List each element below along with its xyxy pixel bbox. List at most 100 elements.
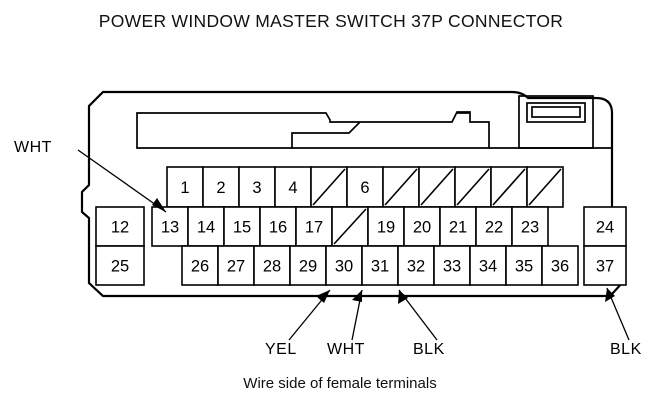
wire-label-yel: YEL — [265, 341, 297, 358]
arrow-head-yel — [316, 290, 330, 303]
terminal-r3-28-box — [253, 245, 291, 286]
terminal-r3-30-box — [325, 245, 363, 286]
terminal-r3-27-number: 27 — [227, 258, 245, 276]
wire-label-blk-right: BLK — [610, 341, 642, 358]
terminal-r2-16-number: 16 — [269, 219, 287, 237]
terminal-r1-3-box — [238, 166, 276, 208]
terminal-r1-blank9[interactable] — [490, 166, 528, 208]
terminal-r1-blank10[interactable] — [526, 166, 564, 208]
terminal-r3-34-box — [469, 245, 507, 286]
terminal-r2-16[interactable]: 16 — [259, 206, 297, 247]
terminal-r2-22[interactable]: 22 — [475, 206, 513, 247]
upper-housing-profile — [136, 111, 490, 149]
latch-slot — [531, 106, 581, 118]
leader-yel — [288, 289, 331, 341]
diagram-caption: Wire side of female terminals — [243, 375, 436, 392]
terminal-r2-19[interactable]: 19 — [367, 206, 405, 247]
terminal-r3-35[interactable]: 35 — [505, 245, 543, 286]
terminal-25-box — [95, 245, 145, 286]
terminal-r3-30-number: 30 — [335, 258, 353, 276]
arrow-head-wht-bottom — [352, 290, 362, 302]
terminal-24-number: 24 — [596, 219, 614, 237]
terminal-37-number: 37 — [596, 258, 614, 276]
terminal-37[interactable]: 37 — [583, 245, 627, 286]
terminal-r3-35-box — [505, 245, 543, 286]
page-title: POWER WINDOW MASTER SWITCH 37P CONNECTOR — [99, 11, 563, 31]
terminal-r3-36[interactable]: 36 — [541, 245, 579, 286]
terminal-r3-26-box — [181, 245, 219, 286]
terminal-r2-16-box — [259, 206, 297, 247]
upper-housing-step — [291, 121, 361, 148]
terminal-r1-1[interactable]: 1 — [166, 166, 204, 208]
terminal-r3-32-number: 32 — [407, 258, 425, 276]
terminal-r1-3-number: 3 — [252, 179, 261, 197]
terminal-r3-34-number: 34 — [479, 258, 497, 276]
arrow-head-blk-bottom — [398, 290, 408, 304]
terminal-r3-33[interactable]: 33 — [433, 245, 471, 286]
terminal-r3-32[interactable]: 32 — [397, 245, 435, 286]
terminal-r1-3[interactable]: 3 — [238, 166, 276, 208]
terminal-r3-31[interactable]: 31 — [361, 245, 399, 286]
terminal-r2-21-number: 21 — [449, 219, 467, 237]
terminal-r3-31-number: 31 — [371, 258, 389, 276]
terminal-r2-19-number: 19 — [377, 219, 395, 237]
leader-blk-right — [605, 287, 630, 341]
terminal-r3-28[interactable]: 28 — [253, 245, 291, 286]
terminal-r2-20[interactable]: 20 — [403, 206, 441, 247]
terminal-r2-21[interactable]: 21 — [439, 206, 477, 247]
terminal-r3-26[interactable]: 26 — [181, 245, 219, 286]
terminal-37-box — [583, 245, 627, 286]
terminal-12[interactable]: 12 — [95, 206, 145, 247]
terminal-r3-34[interactable]: 34 — [469, 245, 507, 286]
arrow-head-wht-top — [152, 198, 166, 212]
terminal-r2-17[interactable]: 17 — [295, 206, 333, 247]
terminal-24-box — [583, 206, 627, 247]
terminal-r3-30[interactable]: 30 — [325, 245, 363, 286]
terminal-r1-1-number: 1 — [180, 179, 189, 197]
terminal-r1-blank8[interactable] — [454, 166, 492, 208]
terminal-r1-blank7[interactable] — [418, 166, 456, 208]
terminal-r2-15-number: 15 — [233, 219, 251, 237]
terminal-r2-blank5-blank-slash — [333, 208, 367, 245]
terminal-r3-26-number: 26 — [191, 258, 209, 276]
terminal-r1-blank8-blank-slash — [456, 168, 490, 206]
terminal-r1-blank4[interactable] — [310, 166, 348, 208]
terminal-25-number: 25 — [111, 258, 129, 276]
terminal-r2-20-box — [403, 206, 441, 247]
terminal-r1-6[interactable]: 6 — [346, 166, 384, 208]
leader-line-wht-top — [77, 149, 167, 213]
terminal-r2-14-box — [187, 206, 225, 247]
terminal-r2-14-number: 14 — [197, 219, 215, 237]
terminal-12-box — [95, 206, 145, 247]
terminal-r2-14[interactable]: 14 — [187, 206, 225, 247]
terminal-r2-23[interactable]: 23 — [511, 206, 549, 247]
terminal-r2-22-number: 22 — [485, 219, 503, 237]
terminal-r2-13[interactable]: 13 — [151, 206, 189, 247]
terminal-r3-32-box — [397, 245, 435, 286]
terminal-r1-blank7-blank-slash — [420, 168, 454, 206]
terminal-r3-27[interactable]: 27 — [217, 245, 255, 286]
terminal-r2-15[interactable]: 15 — [223, 206, 261, 247]
terminal-r1-4-box — [274, 166, 312, 208]
terminal-r2-blank5[interactable] — [331, 206, 369, 247]
terminal-r3-33-number: 33 — [443, 258, 461, 276]
terminal-r3-27-box — [217, 245, 255, 286]
terminal-r1-blank6[interactable] — [382, 166, 420, 208]
terminal-r3-35-number: 35 — [515, 258, 533, 276]
terminal-r2-21-box — [439, 206, 477, 247]
terminal-r3-29[interactable]: 29 — [289, 245, 327, 286]
terminal-12-number: 12 — [111, 219, 129, 237]
terminal-r1-6-number: 6 — [360, 179, 369, 197]
terminal-r2-13-number: 13 — [161, 219, 179, 237]
wire-label-wht-bottom: WHT — [327, 341, 365, 358]
terminal-r1-2[interactable]: 2 — [202, 166, 240, 208]
terminal-24[interactable]: 24 — [583, 206, 627, 247]
terminal-r3-33-box — [433, 245, 471, 286]
terminal-r2-19-box — [367, 206, 405, 247]
terminal-r1-4[interactable]: 4 — [274, 166, 312, 208]
wire-label-wht-top: WHT — [14, 139, 52, 156]
terminal-25[interactable]: 25 — [95, 245, 145, 286]
